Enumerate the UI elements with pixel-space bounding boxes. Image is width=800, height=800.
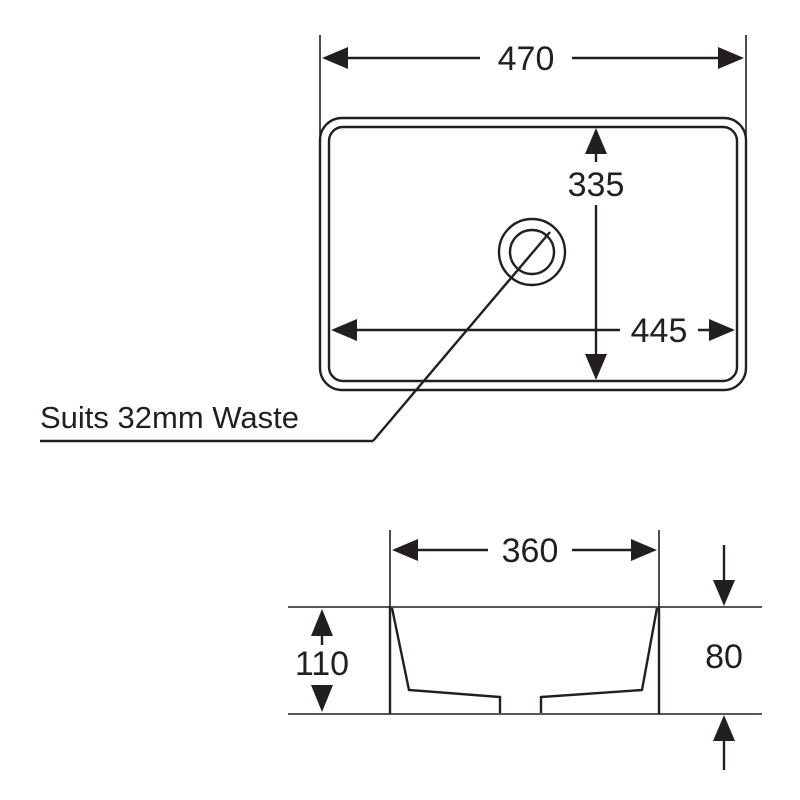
arrow-down-icon (311, 685, 333, 712)
arrow-left-icon (322, 47, 348, 69)
basin-inner-bowl (327, 125, 739, 383)
side-view: 360 110 80 (288, 530, 762, 770)
arrow-right-icon (631, 539, 657, 561)
inner-width-label: 445 (631, 312, 688, 350)
plan-view: 470 335 445 Suits (40, 35, 748, 443)
overall-width-label: 470 (498, 40, 555, 78)
arrow-down-icon (585, 354, 607, 380)
base-width-label: 360 (502, 532, 559, 570)
overall-height-label: 110 (295, 645, 349, 683)
leader-diagonal (372, 231, 551, 442)
arrow-left-icon (392, 539, 418, 561)
waste-outlet (497, 217, 567, 287)
basin-outer-rim (318, 116, 748, 392)
arrow-up-icon (585, 128, 607, 154)
basin-section (388, 607, 661, 714)
arrow-right-icon (709, 319, 735, 341)
bowl-depth-label: 80 (705, 638, 743, 676)
dimension-inner-depth: 335 (568, 128, 625, 380)
arrow-right-icon (718, 47, 744, 69)
waste-leader: Suits 32mm Waste (40, 231, 551, 443)
arrow-up-icon (311, 609, 333, 636)
arrow-up-icon (713, 715, 735, 741)
dimension-overall-height: 110 (295, 609, 349, 712)
dimension-bowl-depth: 80 (705, 545, 743, 770)
arrow-down-icon (713, 580, 735, 606)
dimension-base-width: 360 (392, 532, 657, 570)
waste-label: Suits 32mm Waste (40, 400, 299, 435)
arrow-left-icon (331, 319, 357, 341)
dimension-overall-width: 470 (322, 40, 744, 78)
inner-depth-label: 335 (568, 166, 625, 204)
dimension-inner-width: 445 (331, 312, 735, 350)
